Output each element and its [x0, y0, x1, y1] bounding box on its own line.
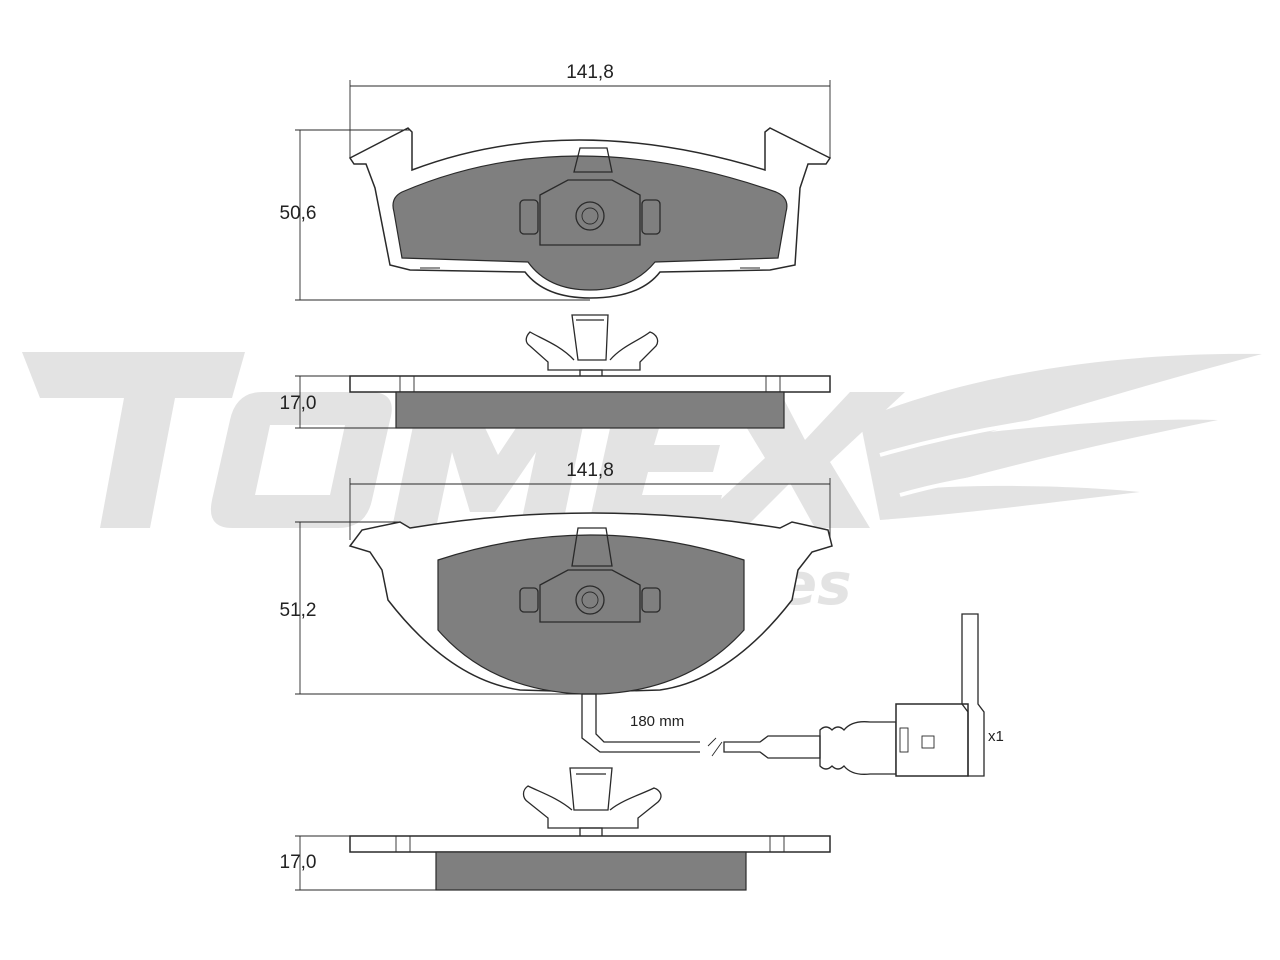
pad-2-front-view: [348, 512, 833, 695]
watermark-logo: [22, 352, 1262, 528]
wear-sensor: 180 mm x1: [581, 613, 1004, 777]
pad-2-dimensions-width: 141,8: [349, 460, 831, 540]
pad-1-thickness-label: 17,0: [280, 393, 317, 414]
pad-1-height-label: 50,6: [280, 203, 317, 224]
pad-1-side-view: 17,0: [280, 314, 831, 429]
sensor-length-label: 180 mm: [630, 713, 684, 730]
pad-2-width-label: 141,8: [566, 460, 614, 481]
pad-2-thickness-label: 17,0: [280, 852, 317, 873]
pad-2-side-view: 17,0: [280, 767, 831, 891]
sensor-quantity-label: x1: [988, 728, 1004, 745]
pad-1-front-view: [348, 127, 832, 299]
pad-1-width-label: 141,8: [566, 62, 614, 83]
pad-2-dimensions-height: 51,2: [280, 521, 582, 695]
pad-1-dimensions: 141,8 50,6: [280, 62, 831, 301]
pad-2-height-label: 51,2: [280, 600, 317, 621]
